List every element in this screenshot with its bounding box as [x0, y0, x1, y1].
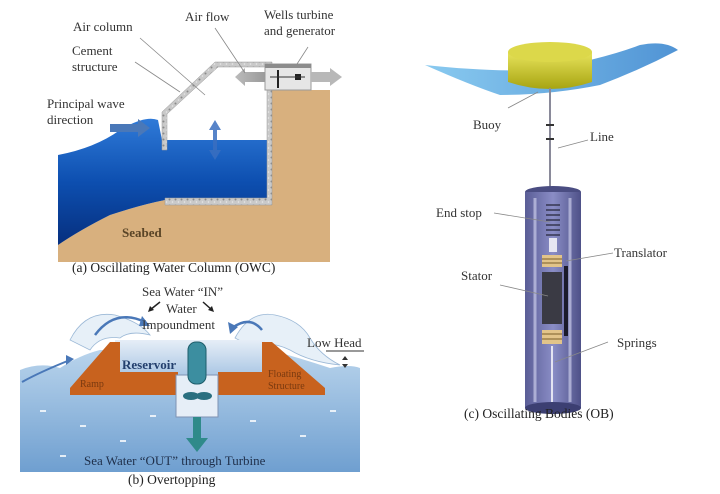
label-sea-water-out: Sea Water “OUT” through Turbine	[84, 453, 266, 468]
label-end-stop: End stop	[436, 205, 482, 220]
label-translator: Translator	[614, 245, 667, 260]
translator	[542, 255, 562, 267]
label-cement-1: Cement	[72, 43, 113, 58]
label-wave-2: direction	[47, 112, 94, 127]
overtopping-diagram	[20, 301, 364, 472]
label-wells-turbine-1: Wells turbine	[264, 7, 334, 22]
seabed-sand	[58, 90, 330, 262]
caption-owc: (a) Oscillating Water Column (OWC)	[72, 260, 276, 275]
incoming-wave-arrow	[21, 359, 71, 383]
label-low-head: Low Head	[307, 335, 362, 350]
label-air-column: Air column	[73, 19, 133, 34]
air-flow-arrow-left	[235, 68, 265, 86]
label-ramp: Ramp	[80, 379, 104, 390]
ramp-structure	[70, 342, 178, 395]
label-air-flow: Air flow	[185, 9, 230, 24]
caption-oscillating-bodies: (c) Oscillating Bodies (OB)	[464, 406, 614, 421]
label-buoy: Buoy	[473, 117, 502, 132]
label-water: Water	[166, 301, 197, 316]
owc-diagram	[58, 27, 342, 262]
panel-oscillating-bodies: Buoy Line End stop Translator Stator Spr…	[400, 0, 720, 494]
wave-direction-arrow	[110, 119, 150, 137]
label-reservoir: Reservoir	[122, 357, 177, 372]
caption-overtopping: (b) Overtopping	[128, 472, 216, 487]
low-head-arrows-icon	[342, 356, 348, 368]
label-line: Line	[590, 129, 614, 144]
wave-crest-right	[234, 313, 341, 366]
wave-in-arrow-left	[93, 316, 146, 336]
label-seabed: Seabed	[122, 225, 162, 240]
wave-crest-left	[69, 313, 152, 351]
label-wells-turbine-2: and generator	[264, 23, 336, 38]
oscillating-bodies-diagram	[425, 42, 678, 414]
label-stator: Stator	[461, 268, 493, 283]
air-flow-arrow-right	[311, 68, 342, 86]
end-stop-spring	[546, 204, 560, 236]
label-impoundment: Impoundment	[142, 317, 215, 332]
oscillation-arrow-icon	[209, 120, 221, 160]
panel-overtopping: Sea Water “IN” Water Impoundment Low Hea…	[0, 280, 380, 494]
panel-owc: Air column Air flow Wells turbine and ge…	[0, 0, 370, 280]
outflow-arrow-icon	[186, 417, 208, 452]
label-wave-1: Principal wave	[47, 96, 125, 111]
label-springs: Springs	[617, 335, 657, 350]
floating-structure	[218, 342, 325, 395]
label-cement-2: structure	[72, 59, 118, 74]
cement-structure	[161, 61, 273, 206]
water-bubbles	[40, 410, 336, 457]
stator	[542, 272, 562, 324]
label-floating-1: Floating	[268, 369, 302, 380]
label-floating-2: Structure	[268, 381, 305, 392]
turbine-generator	[187, 341, 207, 385]
buoy	[508, 52, 592, 89]
label-sea-water-in: Sea Water “IN”	[142, 284, 224, 299]
